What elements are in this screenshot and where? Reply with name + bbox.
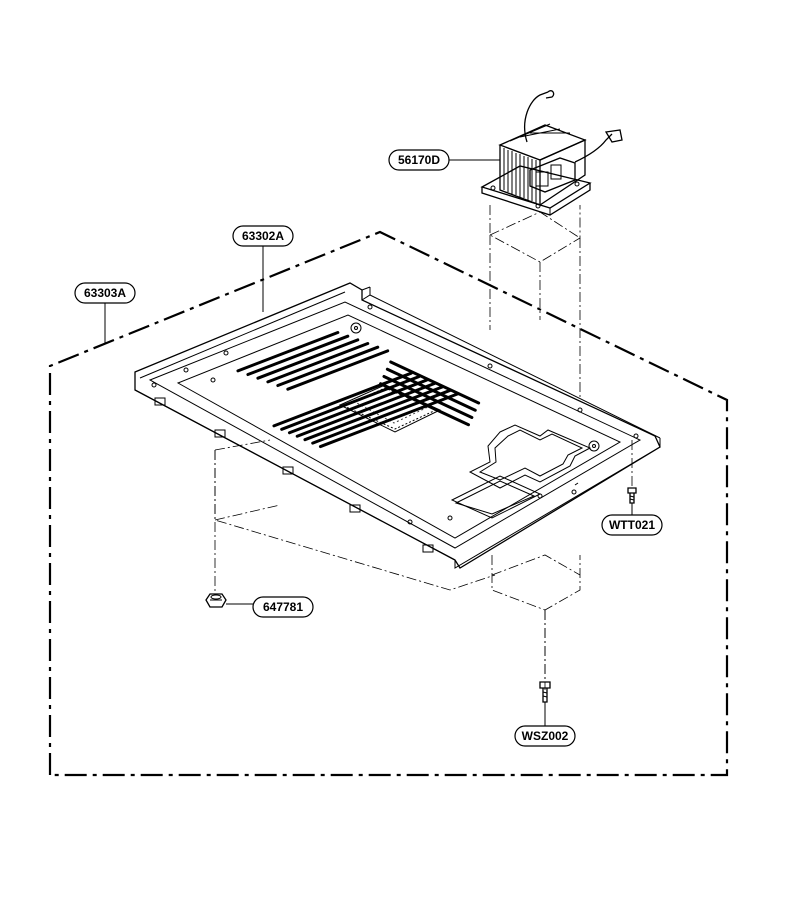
plate-feet <box>154 397 434 553</box>
assembly-boundary <box>48 230 729 777</box>
label-63303a-text: 63303A <box>84 286 126 300</box>
transformer-wire-right <box>574 133 613 163</box>
label-wtt021: WTT021 <box>601 514 663 536</box>
screw-wtt <box>627 487 637 515</box>
label-63302a: 63302A <box>232 225 294 247</box>
label-63303a: 63303A <box>74 282 136 304</box>
perforated-panel <box>338 384 442 433</box>
base-plate <box>134 282 661 569</box>
transformer-wire-top <box>524 91 549 143</box>
label-647781-text: 647781 <box>263 600 303 614</box>
label-wsz002-text: WSZ002 <box>522 729 569 743</box>
label-63302a-text: 63302A <box>242 229 284 243</box>
label-56170d: 56170D <box>388 149 450 171</box>
screw-wsz <box>539 610 551 726</box>
nut <box>205 593 253 608</box>
label-647781: 647781 <box>252 596 314 618</box>
plate-holes <box>151 304 639 525</box>
label-wsz002: WSZ002 <box>514 725 576 747</box>
label-56170d-text: 56170D <box>398 153 440 167</box>
label-wtt021-text: WTT021 <box>609 518 655 532</box>
transformer <box>480 90 623 216</box>
